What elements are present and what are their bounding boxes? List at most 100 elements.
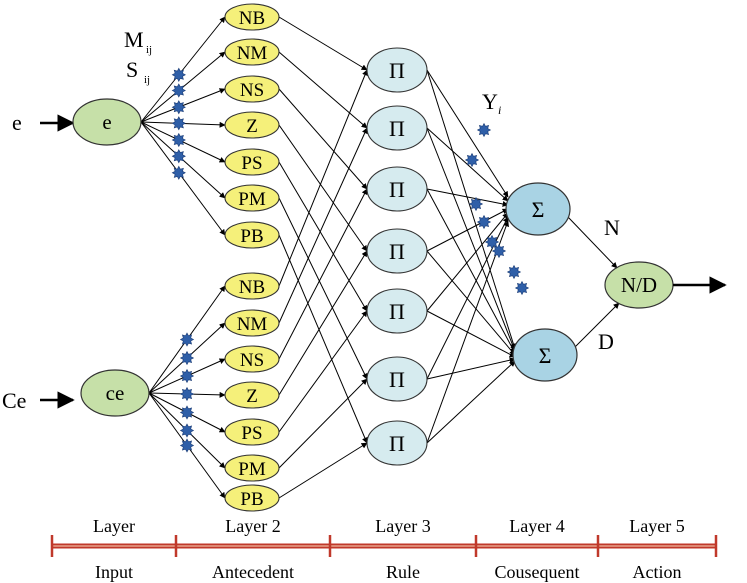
edge-mf-e-6-to-rule-6 [278,234,368,444]
svg-text:M: M [124,27,144,52]
weight-marker-yi-6 [506,264,522,280]
layer-title-2: Layer 2 [225,516,280,536]
edge-rule-0-to-sum-d [426,69,517,350]
svg-text:Y: Y [482,89,498,114]
rule-symbol: Π [389,58,405,83]
edge-mf-ce-0-to-rule-0 [278,69,368,287]
edge-mf-e-5-to-rule-5 [278,197,368,380]
ce-input-label: Ce [2,388,26,413]
edge-e-to-mf-4 [140,121,226,163]
mf-node-ce-pm: PM [224,454,280,482]
weight-marker-ce-3 [179,386,195,402]
weight-marker-ce-2 [179,368,195,384]
weight-marker-e-4 [171,132,186,148]
weight-marker-yi-2 [468,196,484,212]
weight-marker-e-6 [171,165,186,180]
input-node-ce: ce [80,369,150,417]
edge-rule-4-to-sum-d [426,310,516,358]
antecedent-nodes-e: NB NM NS Z PS PM PB [224,3,280,249]
layer-caption-2: Antecedent [212,562,294,582]
weight-marker-e-5 [171,149,186,164]
rule-symbol: Π [389,367,405,392]
mf-node-ce-z: Z [224,381,280,409]
weight-marker-ce-0 [179,332,195,347]
mf-node-ce-label: NB [239,277,265,298]
edge-mf-e-0-to-rule-0 [278,16,368,71]
rule-symbol: Π [389,299,405,324]
svg-text:ij: ij [146,44,152,56]
edge-mf-ce-1-to-rule-1 [278,127,368,324]
e-input-label: e [12,110,22,135]
rule-node-6: Π [366,356,428,402]
edge-mf-ce-3-to-rule-3 [278,250,368,396]
edge-rule-0-to-sum-n [426,69,509,198]
edge-e-to-mf-2 [140,88,226,123]
mf-node-ce-ps: PS [224,418,280,446]
weight-marker-yi-5 [491,243,507,259]
mf-node-e-label: NM [237,43,268,64]
weight-marker-yi-0 [476,122,492,138]
weight-marker-yi-3 [476,214,492,230]
edge-rule-4-to-sum-n [426,212,509,312]
denominator-label: D [598,329,614,354]
sum-node-numerator: Σ [505,182,571,236]
mf-node-e-label: NS [240,80,264,101]
rule-node-3: Π [366,166,428,212]
edge-sum-n-to-output [567,216,618,269]
layer-caption-3: Rule [386,562,420,582]
mf-node-e-pm: PM [224,184,280,212]
mf-node-e-label: NB [239,8,265,29]
layer-title-1: Layer [93,516,135,536]
mf-node-e-ps: PS [224,148,280,176]
edge-e-to-mf-6 [140,121,226,236]
rule-symbol: Π [389,431,405,456]
rule-nodes: Π Π Π Π Π Π Π [366,47,428,466]
weight-marker-ce-6 [179,438,195,453]
edge-sum-d-to-output [574,302,620,348]
rule-symbol: Π [389,239,405,264]
edge-mf-ce-4-to-rule-4 [278,310,368,433]
rule-node-7: Π [366,420,428,466]
layer-bar [50,535,718,557]
edge-rule-5-to-sum-d [426,357,516,380]
input-node-ce-label: ce [106,381,125,405]
sum-symbol-bottom: Σ [539,343,552,368]
edge-mf-ce-2-to-rule-2 [278,188,368,360]
weight-marker-e-3 [171,116,186,131]
output-node: N/D [604,261,674,309]
mf-node-e-label: PM [238,189,266,210]
weight-marker-ce-4 [179,405,195,420]
edge-mf-e-3-to-rule-3 [278,124,368,252]
rule-node-1: Π [366,47,428,93]
weight-marker-yi-7 [514,280,530,296]
edge-rule-1-to-sum-d [426,127,516,352]
input-node-e: e [72,98,142,146]
edge-mf-e-1-to-rule-1 [278,51,368,129]
mij-label: M ij [124,27,152,56]
sum-node-denominator: Σ [512,328,578,382]
mf-node-e-label: PS [241,153,262,174]
mf-node-e-label: Z [246,116,258,137]
mf-node-ce-nb: NB [224,272,280,300]
layer-title-3: Layer 3 [375,516,430,536]
mf-node-ce-label: NS [240,350,264,371]
rule-symbol: Π [389,116,405,141]
weight-marker-e-2 [171,100,186,115]
mf-node-e-ns: NS [224,75,280,103]
edge-rule-3-to-sum-n [426,208,509,252]
layer-caption-1: Input [95,562,133,582]
yi-label: Y i [482,89,501,117]
rule-symbol: Π [389,177,405,202]
output-node-label: N/D [621,273,657,297]
input-node-e-label: e [102,110,111,134]
weight-marker-yi-1 [464,152,480,168]
edge-mf-e-4-to-rule-4 [278,161,368,312]
edge-mf-ce-6-to-rule-6 [278,442,368,499]
rule-node-5: Π [366,288,428,334]
edge-rule-6-to-sum-n [426,220,509,444]
mf-node-e-label: PB [240,226,263,247]
mf-node-e-nm: NM [224,38,280,66]
